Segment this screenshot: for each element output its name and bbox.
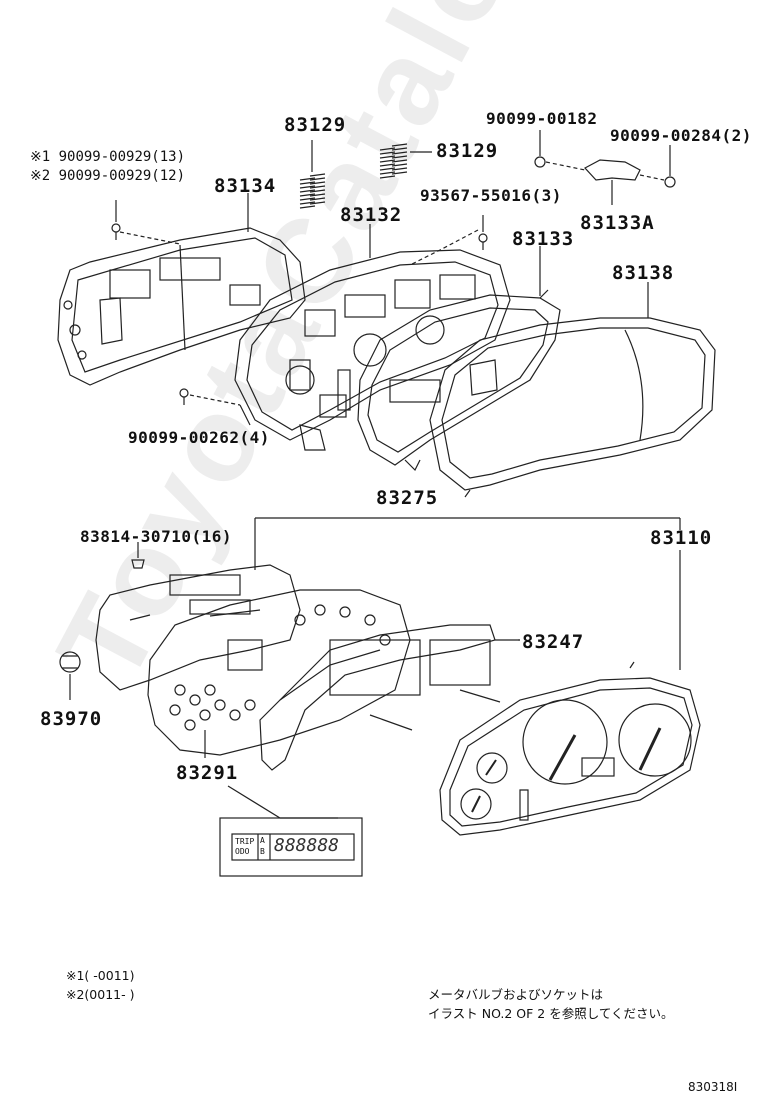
circuit-frame-83132 [234, 249, 511, 451]
knob-83970 [59, 651, 81, 700]
label-83129-b: 83129 [436, 140, 499, 162]
label-90099-00929-note1: ※1 90099-00929(13) [30, 149, 186, 165]
label-83110: 83110 [650, 527, 713, 549]
figure-code: 830318I [688, 1080, 738, 1094]
harness-frame-83247 [259, 624, 520, 771]
label-83247: 83247 [522, 631, 585, 653]
circuit-board-rear [95, 564, 301, 691]
label-90099-00929-note2: ※2 90099-00929(12) [30, 168, 186, 184]
inset-callout [227, 785, 338, 819]
display-button-b: B [260, 847, 265, 856]
display-odo-label: ODO [235, 847, 250, 856]
label-83138: 83138 [612, 262, 675, 284]
label-83970: 83970 [40, 708, 103, 730]
label-83814-30710: 83814-30710(16) [80, 527, 232, 546]
spring-set-83129-right [379, 143, 432, 179]
label-83133: 83133 [512, 228, 575, 250]
meter-glass-83138 [429, 317, 716, 498]
rear-case-83134 [57, 227, 306, 386]
display-inset-frame [219, 817, 363, 877]
screw-90099-00929 [111, 200, 181, 245]
label-83129-a: 83129 [284, 114, 347, 136]
screw-93567-55016 [409, 215, 488, 266]
screw-90099-00262 [179, 388, 251, 426]
footnote-1: ※1( -0011) [66, 968, 135, 983]
display-button-a: A [260, 836, 265, 845]
label-90099-00284: 90099-00284(2) [610, 126, 752, 145]
footnote-2: ※2(0011- ) [66, 987, 135, 1002]
dial-face-83110 [439, 661, 701, 836]
label-83291: 83291 [176, 762, 239, 784]
remark-line-2: イラスト NO.2 OF 2 を参照してください。 [428, 1006, 674, 1021]
bracket-83133A [534, 130, 676, 205]
label-83133A: 83133A [580, 212, 655, 234]
meter-plate-83133 [357, 289, 561, 472]
display-inset-panel [231, 833, 355, 861]
remark-line-1: メータバルブおよびソケットは [428, 987, 604, 1002]
label-93567-55016: 93567-55016(3) [420, 186, 562, 205]
circuit-board-83291 [147, 589, 411, 756]
bulb-83814 [131, 559, 145, 569]
label-83134: 83134 [214, 175, 277, 197]
display-digits: 888888 [274, 835, 340, 856]
label-90099-00182: 90099-00182 [486, 109, 598, 128]
spring-set-83129-left [299, 140, 326, 209]
label-90099-00262: 90099-00262(4) [128, 428, 270, 447]
label-83132: 83132 [340, 204, 403, 226]
display-trip-label: TRIP [235, 837, 255, 846]
label-83275: 83275 [376, 487, 439, 509]
